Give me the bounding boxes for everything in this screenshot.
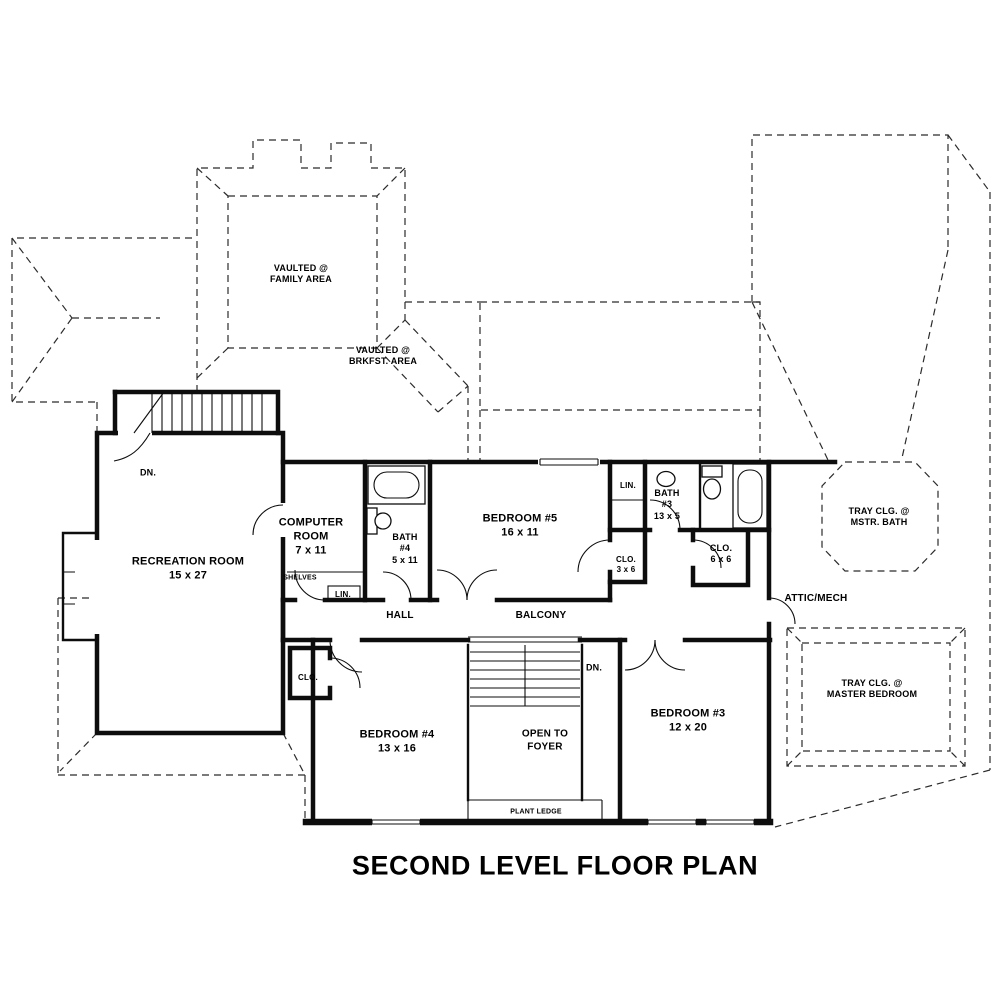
label-vaulted-brkfst-area: VAULTED @ BRKFST. AREA — [348, 344, 418, 366]
plan-title: SECOND LEVEL FLOOR PLAN — [351, 850, 759, 881]
label-linen-1: LIN. — [620, 481, 636, 490]
walls — [61, 389, 838, 826]
label-bath-3: BATH #3 13 x 5 — [653, 488, 681, 521]
label-linen-2: LIN. — [335, 590, 351, 599]
label-bath-4: BATH #4 5 x 11 — [392, 532, 418, 565]
label-shelves: SHELVES — [283, 574, 317, 582]
fixtures — [287, 463, 768, 601]
roof-outline — [11, 134, 991, 828]
label-computer-room: COMPUTER ROOM 7 x 11 — [278, 516, 344, 556]
door-swings — [252, 499, 796, 689]
stairs-main — [467, 636, 603, 820]
label-master-bath: TRAY CLG. @ MSTR. BATH — [848, 505, 910, 527]
label-closet-bed4: CLO. — [298, 673, 318, 682]
label-attic-mech: ATTIC/MECH — [784, 592, 848, 604]
label-closet-3x6: CLO. 3 x 6 — [616, 555, 636, 574]
label-bedroom-5: BEDROOM #5 16 x 11 — [482, 512, 558, 538]
label-hall: HALL — [386, 609, 414, 621]
label-vaulted-family-area: VAULTED @ FAMILY AREA — [270, 262, 332, 284]
label-master-bedroom: TRAY CLG. @ MASTER BEDROOM — [826, 677, 918, 699]
label-bedroom-3: BEDROOM #3 12 x 20 — [650, 707, 726, 733]
label-closet-6x6: CLO. 6 x 6 — [709, 542, 733, 564]
label-plant-ledge: PLANT LEDGE — [510, 808, 562, 816]
label-bedroom-4: BEDROOM #4 13 x 16 — [359, 728, 435, 754]
label-down-lower: DN. — [585, 662, 603, 673]
label-recreation-room: RECREATION ROOM 15 x 27 — [131, 555, 245, 581]
windows — [63, 458, 755, 825]
stairs-upper — [113, 391, 263, 462]
label-balcony: BALCONY — [515, 609, 567, 621]
label-down-upper: DN. — [139, 467, 157, 478]
label-open-to-foyer: OPEN TO FOYER — [521, 728, 569, 753]
